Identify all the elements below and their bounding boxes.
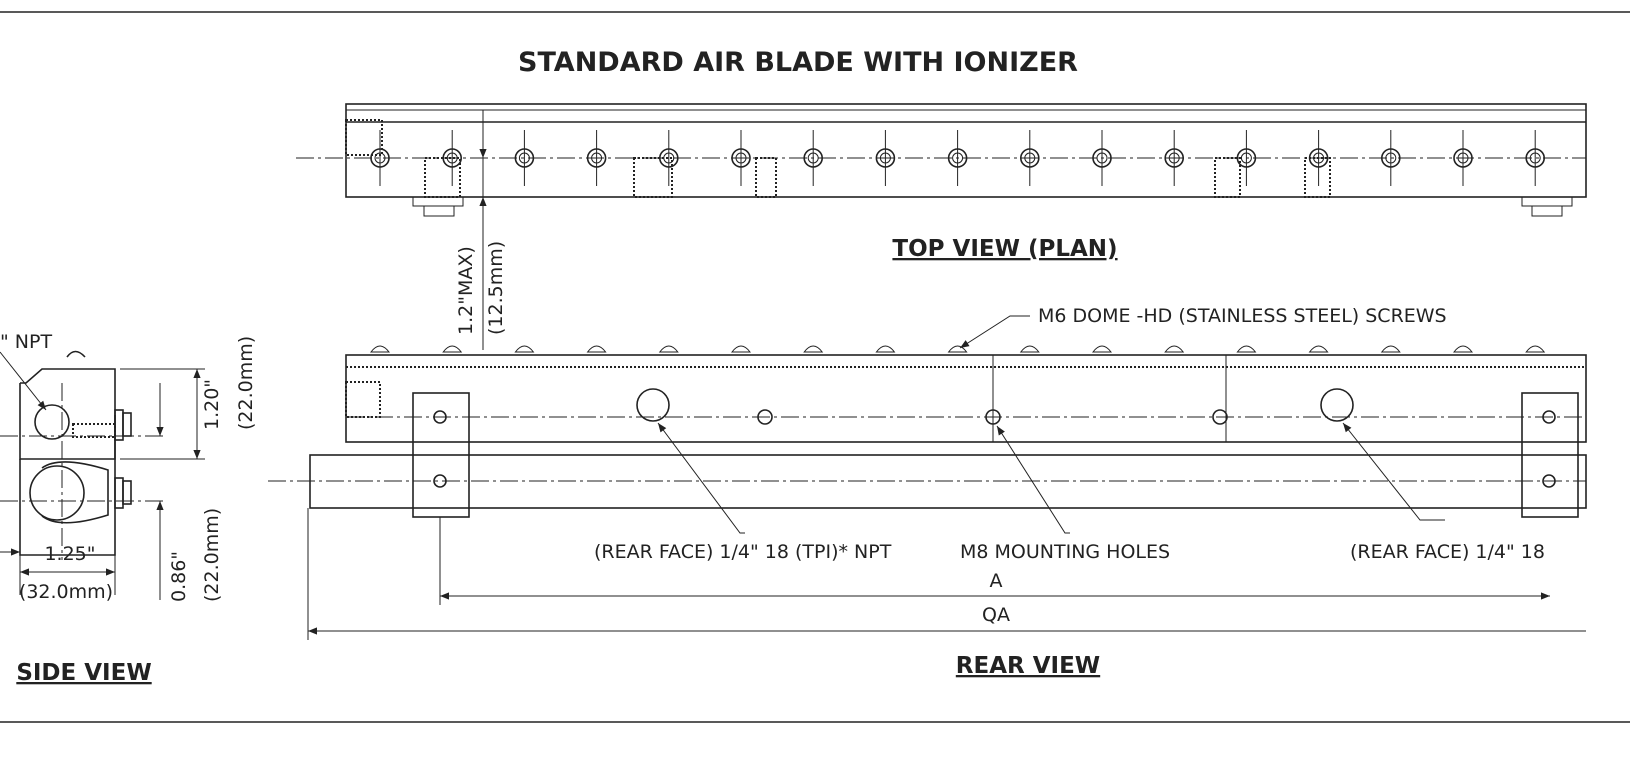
screw-outer [442,148,463,168]
dome-screw-icon [1308,345,1329,353]
dome-screw-icon [1525,345,1546,353]
screw-hole-icon [586,130,607,186]
dome-screw-icon [730,345,752,353]
max-height-dim-in: 1.2"MAX) [455,246,477,335]
screw-outer [1020,148,1040,168]
screw-hole-icon [514,130,535,186]
dome-screw-icon [1380,345,1401,353]
dim-a: A [990,570,1003,592]
screw-inner [374,152,386,164]
top-view-label: TOP VIEW (PLAN) [892,236,1117,262]
screw-inner [1385,152,1397,164]
screw-outer [370,148,390,168]
screw-inner [879,152,891,164]
screw-inner [952,152,964,164]
screw-outer [586,148,607,168]
screw-hole-icon [1236,130,1257,186]
screw-outer [1236,148,1257,168]
screws-callout: M6 DOME -HD (STAINLESS STEEL) SCREWS [1038,305,1447,327]
hidden-bore [633,157,673,198]
screw-outer [1092,148,1112,168]
dome-screw-icon [1091,345,1113,353]
side-offset-mm: (22.0mm) [201,508,223,602]
mounting-holes-callout: M8 MOUNTING HOLES [960,541,1170,563]
screw-outer [1453,148,1473,168]
screw-hole-icon [370,130,390,186]
screw-inner [1240,152,1252,164]
rear-view [268,345,1587,518]
screw-hole-icon [1525,130,1545,186]
screw-inner [735,152,747,164]
side-width-in: 1.25" [44,543,95,565]
dome-screw-icon [1236,345,1257,353]
hidden-bore [755,157,777,198]
dome-screw-icon [875,345,896,353]
screw-outer [514,148,535,168]
hidden-bore [1304,157,1331,198]
screw-hole-icon [1453,130,1473,186]
port-left-callout: (REAR FACE) 1/4" 18 (TPI)* NPT [594,541,892,563]
dome-screw-icon [803,345,824,353]
screw-outer [947,148,968,168]
max-height-dim-mm: (12.5mm) [485,241,507,335]
rear-view-label: REAR VIEW [956,653,1100,679]
dome-screw-icon [1164,345,1185,353]
screw-inner [1457,152,1469,164]
side-height-in: 1.20" [201,379,223,430]
screw-outer [1525,148,1545,168]
screw-outer [1381,148,1401,168]
dome-screw-icon [1452,345,1474,353]
screw-hole-icon [1381,130,1401,186]
dim-qa: QA [982,604,1010,626]
hidden-bore [424,157,461,198]
screw-inner [1024,152,1036,164]
dome-screw-icon [947,345,968,353]
hidden-bore [1214,157,1241,198]
screw-inner [807,152,819,164]
side-view-label: SIDE VIEW [16,660,151,686]
screw-outer [803,148,824,168]
screw-hole-icon [803,130,824,186]
top-view [296,103,1587,217]
screw-hole-icon [731,130,751,186]
side-npt-callout: " NPT [0,331,52,353]
side-height-mm: (22.0mm) [235,336,257,430]
screw-hole-icon [1092,130,1112,186]
dome-screw-icon [586,345,607,353]
screw-hole-icon [1020,130,1040,186]
screw-inner [1168,152,1180,164]
screw-outer [875,148,896,168]
dome-screw-icon [658,345,679,353]
dome-screw-icon [1019,345,1040,353]
dome-screw-icon [369,345,391,353]
side-width-mm: (32.0mm) [19,581,113,603]
port-right-callout: (REAR FACE) 1/4" 18 [1350,541,1545,563]
screw-outer [1164,148,1184,168]
screw-inner [518,152,530,164]
screw-hole-icon [1164,130,1184,186]
side-view [0,350,205,600]
side-offset-in: 0.86" [168,551,190,602]
screw-hole-icon [947,130,968,186]
dome-screw-icon [514,345,535,353]
screw-inner [1529,152,1541,164]
screw-inner [1096,152,1108,164]
screw-hole-icon [875,130,896,186]
drawing-title: STANDARD AIR BLADE WITH IONIZER [518,47,1078,78]
screw-inner [591,152,603,164]
dome-screw-icon [442,345,463,353]
screw-outer [731,148,751,168]
